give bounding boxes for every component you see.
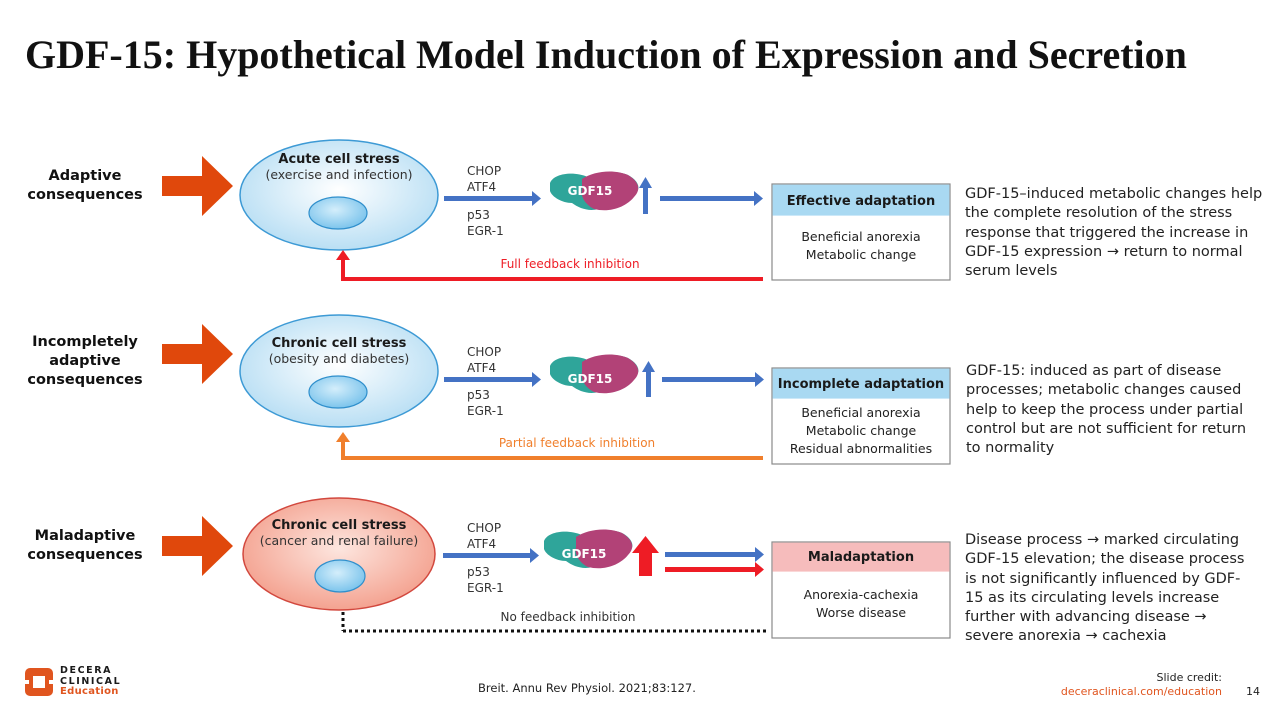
cell-nucleus: [308, 375, 368, 409]
outcome-line: Worse disease: [816, 605, 906, 620]
gdf15-protein: GDF15: [550, 354, 639, 394]
outcome-line: Metabolic change: [806, 247, 917, 262]
outcome-box: Maladaptation Anorexia-cachexia Worse di…: [771, 541, 951, 639]
citation: Breit. Annu Rev Physiol. 2021;83:127.: [478, 681, 696, 695]
feedback-line-full: [336, 250, 763, 281]
row-maladaptive: Chronic cell stress (cancer and renal fa…: [162, 497, 951, 639]
cell-nucleus: [314, 559, 366, 593]
factor-egr1: EGR-1: [467, 581, 504, 595]
outcome-line: Residual abnormalities: [790, 441, 932, 456]
factor-p53: p53: [467, 388, 490, 402]
outcome-line: Anorexia-cachexia: [804, 587, 919, 602]
cell-title: Chronic cell stress: [272, 518, 407, 533]
feedback-label: Full feedback inhibition: [500, 257, 639, 271]
row-label-adaptive: Adaptive consequences: [27, 168, 143, 203]
credit-label: Slide credit:: [1156, 671, 1223, 684]
cell-ellipse-diseased: [242, 497, 436, 611]
increase-arrow-large: [632, 536, 659, 576]
factor-atf4: ATF4: [467, 537, 496, 551]
gdf15-protein: GDF15: [544, 529, 633, 569]
increase-arrow-small: [639, 177, 652, 214]
cell-ellipse: [239, 314, 439, 428]
input-arrow: [162, 516, 233, 576]
logo-line1: DECERA: [60, 665, 113, 676]
outcome-title: Incomplete adaptation: [778, 377, 944, 392]
row-adaptive: Acute cell stress (exercise and infectio…: [162, 139, 951, 281]
feedback-line-none: [341, 612, 766, 633]
cell-ellipse: [239, 139, 439, 251]
input-arrow: [162, 324, 233, 384]
signal-arrow: [444, 191, 541, 206]
outcome-box: Incomplete adaptation Beneficial anorexi…: [771, 367, 951, 465]
outcome-arrow: [660, 191, 763, 206]
outcome-arrow-red: [665, 562, 764, 577]
feedback-line-partial: [336, 432, 763, 460]
factor-atf4: ATF4: [467, 180, 496, 194]
outcome-arrow: [662, 372, 764, 387]
factor-chop: CHOP: [467, 164, 501, 178]
outcome-arrow-blue: [665, 547, 764, 562]
row-description-maladaptive: Disease process → marked circulating GDF…: [965, 532, 1245, 645]
page-number: 14: [1246, 685, 1260, 698]
cell-subtitle: (cancer and renal failure): [260, 533, 418, 548]
input-arrow: [162, 156, 233, 216]
factor-p53: p53: [467, 565, 490, 579]
cell-subtitle: (exercise and infection): [265, 167, 412, 182]
outcome-line: Beneficial anorexia: [801, 405, 920, 420]
slide-title: GDF-15: Hypothetical Model Induction of …: [25, 32, 1187, 77]
gdf15-label: GDF15: [568, 372, 613, 386]
factor-chop: CHOP: [467, 345, 501, 359]
logo-line2: CLINICAL: [60, 675, 122, 687]
signal-arrow: [443, 548, 539, 563]
gdf15-label: GDF15: [568, 184, 613, 198]
logo-mark-icon: [25, 668, 53, 696]
row-incompletely-adaptive: Chronic cell stress (obesity and diabete…: [162, 314, 951, 465]
row-label-maladaptive: Maladaptive consequences: [27, 528, 143, 563]
decera-logo: DECERA CLINICAL Education: [25, 665, 145, 698]
cell-title: Chronic cell stress: [272, 336, 407, 351]
outcome-title: Maladaptation: [808, 550, 914, 565]
row-label-incompletely-adaptive: Incompletely adaptive consequences: [27, 334, 143, 388]
outcome-line: Metabolic change: [806, 423, 917, 438]
cell-subtitle: (obesity and diabetes): [269, 351, 410, 366]
increase-arrow-small: [642, 361, 655, 397]
cell-title: Acute cell stress: [278, 152, 399, 167]
factor-egr1: EGR-1: [467, 224, 504, 238]
outcome-title: Effective adaptation: [787, 194, 935, 209]
row-description-adaptive: GDF-15–induced metabolic changes help th…: [965, 186, 1263, 280]
outcome-box: Effective adaptation Beneficial anorexia…: [771, 183, 951, 281]
slide-credit: Slide credit: deceraclinical.com/educati…: [1061, 671, 1222, 699]
factor-p53: p53: [467, 208, 490, 222]
outcome-line: Beneficial anorexia: [801, 229, 920, 244]
logo-line3: Education: [60, 686, 119, 697]
signal-arrow: [444, 372, 541, 387]
factor-chop: CHOP: [467, 521, 501, 535]
gdf15-label: GDF15: [562, 547, 607, 561]
credit-link[interactable]: deceraclinical.com/education: [1060, 685, 1222, 698]
cell-nucleus: [308, 196, 368, 230]
feedback-label: Partial feedback inhibition: [499, 436, 655, 450]
row-description-incompletely-adaptive: GDF-15: induced as part of disease proce…: [966, 363, 1247, 457]
factor-atf4: ATF4: [467, 361, 496, 375]
factor-egr1: EGR-1: [467, 404, 504, 418]
feedback-label: No feedback inhibition: [501, 610, 636, 624]
gdf15-protein: GDF15: [550, 171, 639, 211]
